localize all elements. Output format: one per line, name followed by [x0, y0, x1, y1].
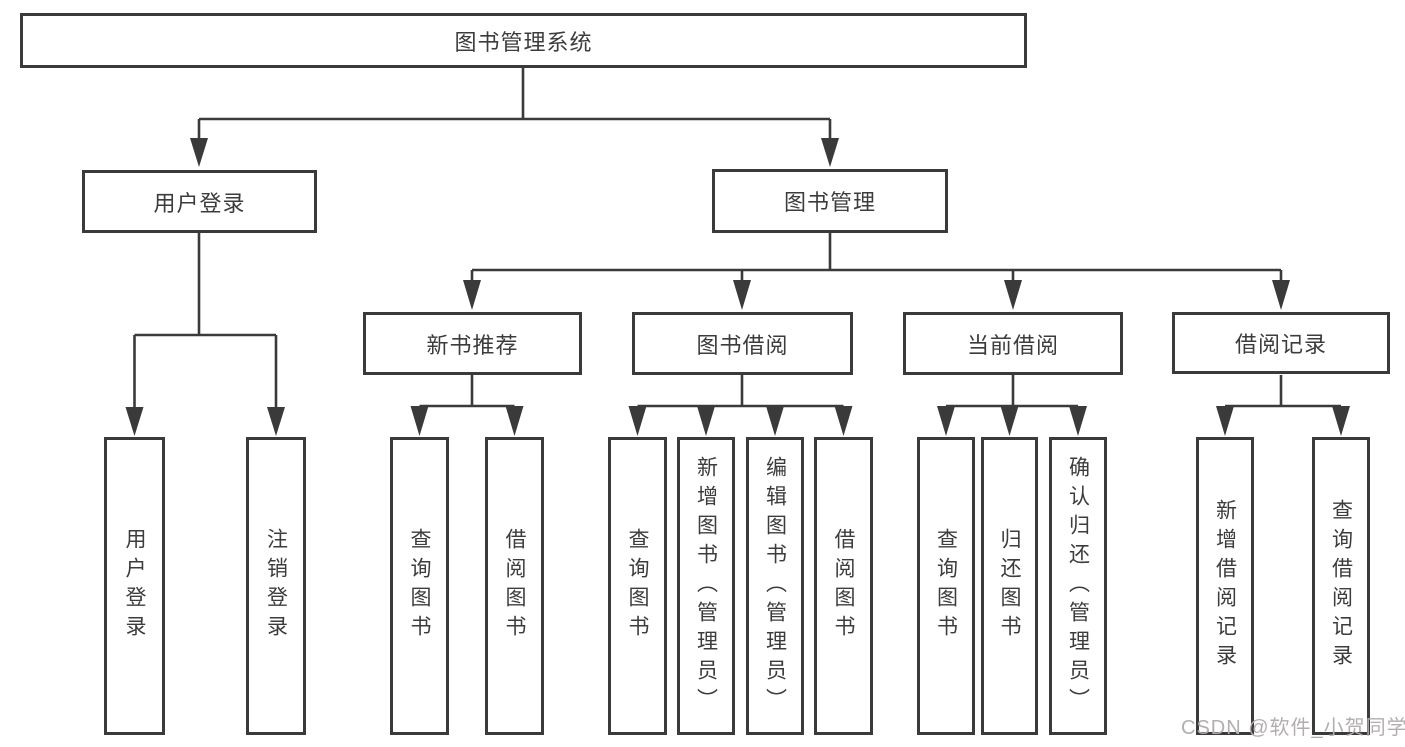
- leaf-add-book: 新增图书（管理员）: [677, 437, 735, 735]
- node-book-management-label: 图书管理: [783, 190, 876, 215]
- leaf-query-record: 查询借阅记录: [1312, 437, 1370, 735]
- leaf-logout-label: 注销登录: [264, 528, 288, 644]
- csdn-watermark: CSDN @软件_小贺同学: [1181, 717, 1405, 739]
- node-root: 图书管理系统: [20, 13, 1027, 68]
- node-current-borrow: 当前借阅: [903, 312, 1123, 375]
- leaf-borrow-book-2: 借阅图书: [814, 437, 873, 735]
- node-new-book-recommend: 新书推荐: [363, 312, 582, 375]
- node-current-borrow-label: 当前借阅: [966, 332, 1059, 358]
- node-user-login: 用户登录: [82, 170, 317, 233]
- leaf-query-book-1: 查询图书: [390, 437, 449, 735]
- leaf-query-record-label: 查询借阅记录: [1329, 499, 1353, 673]
- leaf-return-book-label: 归还图书: [998, 528, 1021, 644]
- leaf-return-book: 归还图书: [981, 437, 1038, 735]
- leaf-user-login-label: 用户登录: [123, 528, 146, 644]
- node-borrow-records-label: 借阅记录: [1234, 332, 1327, 357]
- leaf-confirm-return: 确认归还（管理员）: [1049, 437, 1107, 735]
- node-book-management: 图书管理: [712, 169, 948, 233]
- leaf-query-book-3: 查询图书: [917, 437, 975, 735]
- node-user-login-label: 用户登录: [153, 190, 246, 216]
- leaf-add-record: 新增借阅记录: [1196, 437, 1254, 735]
- leaf-query-book-3-label: 查询图书: [934, 528, 958, 644]
- node-borrow-records: 借阅记录: [1172, 312, 1390, 374]
- leaf-logout: 注销登录: [246, 437, 306, 735]
- leaf-query-book-1-label: 查询图书: [408, 528, 431, 644]
- leaf-add-record-label: 新增借阅记录: [1213, 499, 1237, 673]
- node-root-label: 图书管理系统: [454, 29, 593, 55]
- node-new-book-recommend-label: 新书推荐: [426, 332, 519, 358]
- leaf-edit-book: 编辑图书（管理员）: [746, 437, 804, 735]
- leaf-borrow-book-1: 借阅图书: [485, 437, 544, 735]
- leaf-edit-book-label: 编辑图书（管理员）: [763, 455, 787, 717]
- leaf-query-book-2-label: 查询图书: [626, 528, 649, 644]
- leaf-confirm-return-label: 确认归还（管理员）: [1066, 455, 1090, 717]
- leaf-borrow-book-2-label: 借阅图书: [832, 528, 855, 644]
- leaf-add-book-label: 新增图书（管理员）: [694, 455, 718, 717]
- node-book-borrow: 图书借阅: [632, 312, 853, 375]
- node-book-borrow-label: 图书借阅: [696, 332, 789, 358]
- leaf-borrow-book-1-label: 借阅图书: [503, 528, 526, 644]
- leaf-query-book-2: 查询图书: [608, 437, 667, 735]
- leaf-user-login: 用户登录: [104, 437, 165, 735]
